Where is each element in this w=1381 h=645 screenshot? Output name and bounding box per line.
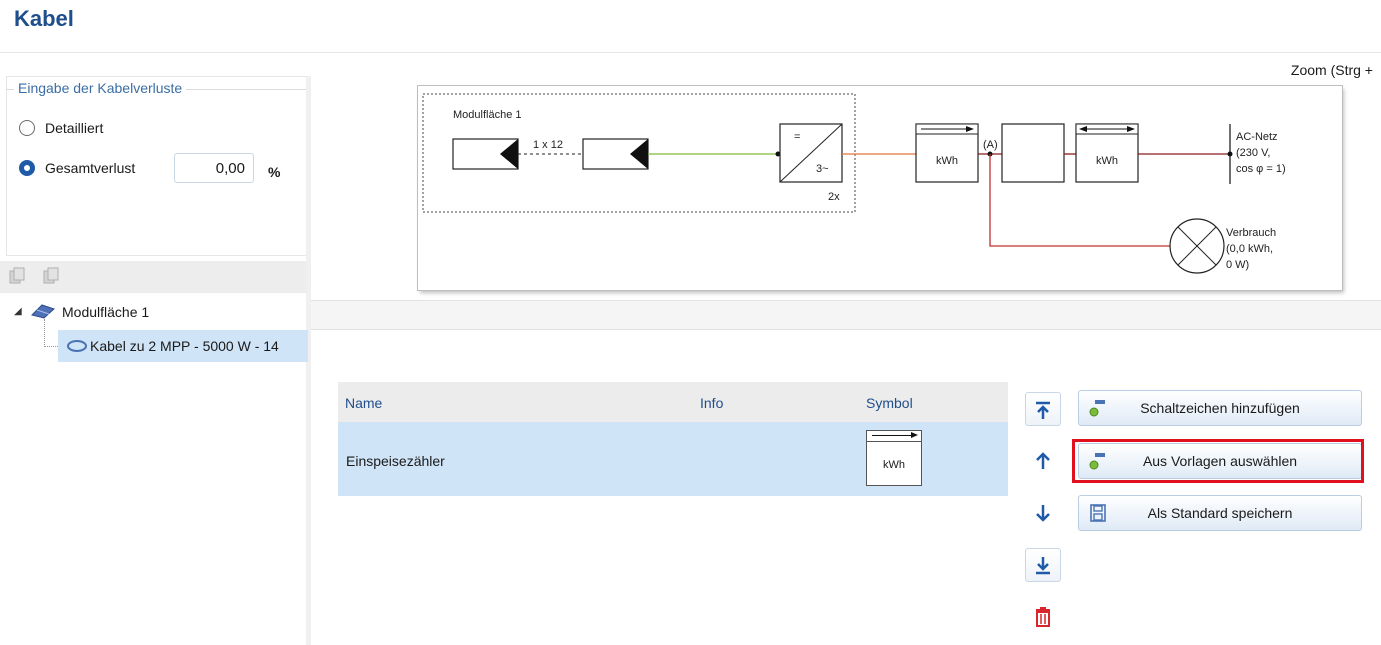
consumer-line [989, 154, 1170, 247]
expand-arrow-icon[interactable]: ◢ [14, 306, 22, 317]
move-up-button[interactable] [1025, 444, 1061, 478]
inverter-count-label: 2x [828, 191, 840, 203]
column-header-name[interactable]: Name [345, 395, 383, 411]
radio-gesamtverlust-label[interactable]: Gesamtverlust [45, 160, 136, 176]
template-icon [1089, 453, 1105, 470]
delete-button[interactable] [1025, 600, 1061, 634]
add-symbol-icon [1089, 400, 1105, 417]
junction-label: (A) [983, 139, 998, 151]
tree-line [44, 319, 46, 347]
move-top-icon [1036, 401, 1050, 419]
column-header-info[interactable]: Info [700, 395, 724, 411]
add-symbol-label: Schaltzeichen hinzufügen [1140, 400, 1300, 416]
row-name: Einspeisezähler [346, 453, 445, 469]
panel-splitter[interactable] [306, 76, 311, 645]
consumer-label-2: (0,0 kWh, [1226, 243, 1273, 255]
tree-item-kabel[interactable]: Kabel zu 2 MPP - 5000 W - 14 [90, 338, 279, 354]
grid-label-2: (230 V, [1236, 147, 1270, 159]
bidir-meter-arrowhead-right [1127, 126, 1135, 132]
inverter-dc-label: = [794, 131, 800, 143]
component-box [1001, 123, 1065, 183]
loss-group-legend: Eingabe der Kabelverluste [14, 80, 187, 96]
section-separator [311, 300, 1381, 330]
bidir-meter-arrowhead-left [1079, 126, 1087, 132]
page-title: Kabel [14, 6, 74, 31]
grid-label-1: AC-Netz [1236, 131, 1278, 143]
from-templates-label: Aus Vorlagen auswählen [1142, 453, 1298, 469]
arrow-down-icon [1036, 505, 1050, 522]
save-default-label: Als Standard speichern [1147, 505, 1293, 521]
header-divider [0, 52, 1381, 53]
consumer-lamp-x2 [1177, 226, 1217, 266]
row-symbol-meter: kWh [866, 430, 922, 486]
save-default-button[interactable]: Als Standard speichern [1078, 495, 1362, 531]
move-top-button[interactable] [1025, 392, 1061, 426]
loss-panel [6, 76, 308, 256]
inverter-ac-label: 3~ [816, 163, 829, 175]
radio-detailliert[interactable] [19, 120, 35, 136]
consumer-label-3: 0 W) [1226, 259, 1249, 271]
pv-module-2-arrow [630, 139, 648, 169]
radio-gesamtverlust-circle[interactable] [19, 160, 35, 176]
cable-icon [66, 338, 88, 357]
total-loss-unit: % [268, 164, 281, 180]
paste-icon[interactable] [40, 266, 62, 286]
zoom-label[interactable]: Zoom (Strg + [1290, 62, 1373, 78]
radio-detailliert-label[interactable]: Detailliert [45, 120, 104, 136]
grid-label-3: cos φ = 1) [1236, 163, 1286, 175]
feed-meter-arrowhead [966, 126, 974, 132]
arrow-up-icon [1036, 452, 1050, 469]
inverter-diagonal [779, 123, 843, 183]
column-header-symbol[interactable]: Symbol [866, 395, 913, 411]
dc-node [775, 151, 781, 157]
move-down-button[interactable] [1025, 496, 1061, 530]
row-symbol-label: kWh [883, 459, 905, 471]
radio-detailliert-circle[interactable] [19, 120, 35, 136]
bidir-meter-label: kWh [1096, 155, 1118, 167]
total-loss-input[interactable] [174, 153, 254, 183]
tree-item-modulflaeche[interactable]: Modulfläche 1 [62, 304, 150, 320]
add-symbol-button[interactable]: Schaltzeichen hinzufügen [1078, 390, 1362, 426]
string-label: 1 x 12 [533, 139, 563, 151]
feed-meter-label: kWh [936, 155, 958, 167]
move-bottom-icon [1036, 557, 1050, 575]
tree-line-h [44, 346, 62, 348]
consumer-label-1: Verbrauch [1226, 227, 1276, 239]
from-templates-button[interactable]: Aus Vorlagen auswählen [1078, 443, 1362, 479]
module-area-label: Modulfläche 1 [453, 109, 522, 121]
module-area-icon [30, 303, 56, 322]
tree-selection-highlight [58, 330, 308, 362]
pv-module-1-arrow [500, 139, 518, 169]
diagram-canvas: Modulfläche 1 1 x 12 = 3~ 2x kWh (A) [418, 86, 1342, 290]
module-area-box [422, 93, 856, 213]
symbols-table-header [338, 382, 1008, 422]
floppy-disk-icon [1090, 504, 1106, 522]
radio-gesamtverlust[interactable] [19, 160, 35, 176]
move-bottom-button[interactable] [1025, 548, 1061, 582]
highlight-frame [1072, 439, 1364, 483]
trash-icon [1036, 607, 1050, 627]
copy-icon[interactable] [6, 266, 28, 286]
